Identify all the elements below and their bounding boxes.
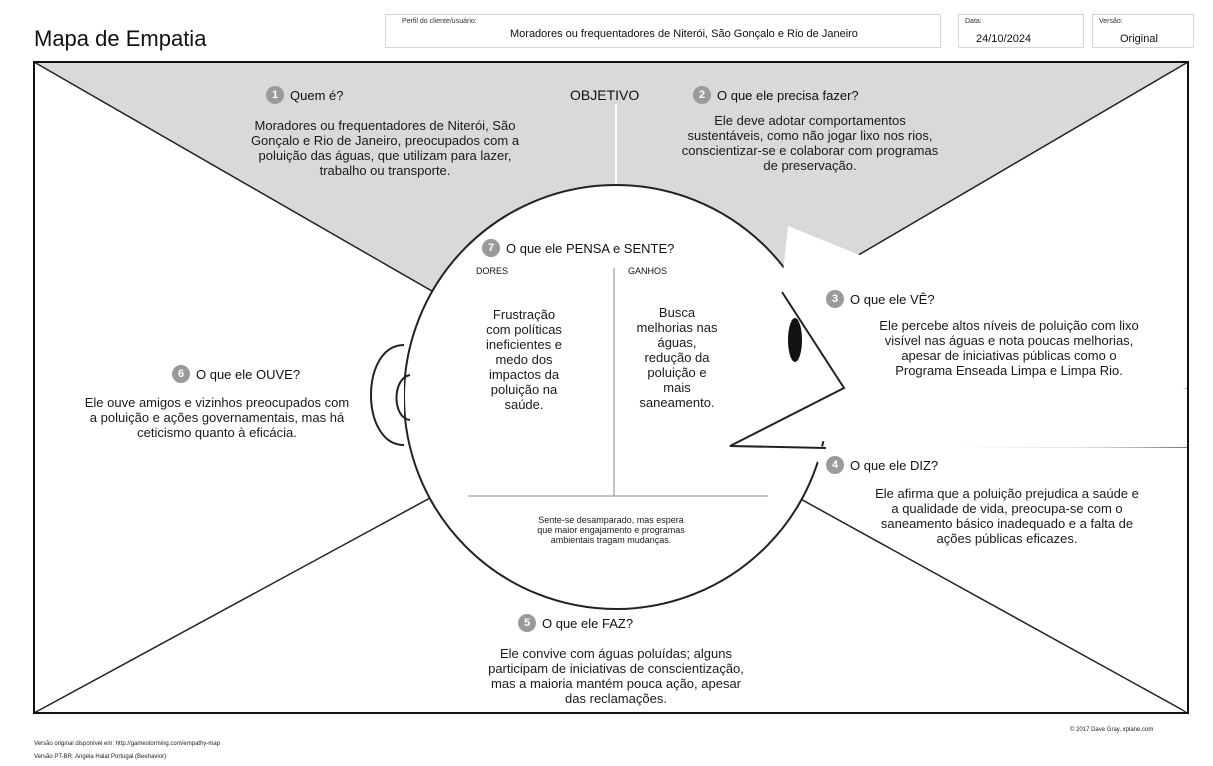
gains-label: GANHOS <box>628 266 668 276</box>
profile-value: Moradores ou frequentadores de Niterói, … <box>510 28 858 40</box>
number-badge-2: 2 <box>693 86 711 104</box>
number-badge-4: 4 <box>826 456 844 474</box>
section-say-title: 4 O que ele DIZ? <box>826 456 938 474</box>
section-think-title: 7 O que ele PENSA e SENTE? <box>482 239 674 257</box>
ear-inner-icon <box>395 374 411 421</box>
nose-mouth <box>730 226 1188 446</box>
section-hear-text: Ele ouve amigos e vizinhos preocupados c… <box>84 395 350 440</box>
ptbr-version-credit: Versão PT-BR: Angela Halat Portugal (Bee… <box>34 754 167 760</box>
original-version-link[interactable]: Versão original disponível em: http://ga… <box>34 741 221 747</box>
section-see-text: Ele percebe altos níveis de poluição com… <box>879 318 1139 378</box>
map-frame <box>33 61 1189 714</box>
section-does-title: 5 O que ele FAZ? <box>518 614 633 632</box>
version-value: Original <box>1120 33 1158 45</box>
section-do-title: 2 O que ele precisa fazer? <box>693 86 859 104</box>
section-hear-heading: O que ele OUVE? <box>196 366 301 382</box>
section-see-title: 3 O que ele VÊ? <box>826 290 935 308</box>
date-field[interactable]: Data: 24/10/2024 <box>958 14 1084 48</box>
profile-label: Perfil do cliente/usuário: <box>402 18 477 25</box>
section-who-title: 1 Quem é? <box>266 86 343 104</box>
version-label: Versão: <box>1099 18 1123 25</box>
section-say-heading: O que ele DIZ? <box>850 457 939 473</box>
section-do-heading: O que ele precisa fazer? <box>717 87 859 103</box>
section-see-heading: O que ele VÊ? <box>850 291 935 307</box>
section-who-text: Moradores ou frequentadores de Niterói, … <box>250 118 520 178</box>
pains-label: DORES <box>476 266 509 276</box>
page-title: Mapa de Empatia <box>34 26 207 51</box>
number-badge-5: 5 <box>518 614 536 632</box>
date-label: Data: <box>965 18 982 25</box>
number-badge-7: 7 <box>482 239 500 257</box>
copyright-text: © 2017 Dave Gray, xplane.com <box>1070 727 1154 733</box>
objective-label: OBJETIVO <box>570 87 640 103</box>
face-profile-line <box>729 291 846 449</box>
date-value: 24/10/2024 <box>976 33 1032 45</box>
section-say-text: Ele afirma que a poluição prejudica a sa… <box>875 486 1139 546</box>
section-think-heading: O que ele PENSA e SENTE? <box>506 240 675 256</box>
profile-field[interactable]: Perfil do cliente/usuário: Moradores ou … <box>385 14 941 48</box>
number-badge-6: 6 <box>172 365 190 383</box>
version-field[interactable]: Versão: Original <box>1092 14 1194 48</box>
ear-icon <box>370 344 405 446</box>
number-badge-3: 3 <box>826 290 844 308</box>
mouth-wedge <box>730 446 1188 713</box>
section-does-heading: O que ele FAZ? <box>542 615 634 631</box>
eye-icon <box>788 318 802 362</box>
section-hear-title: 6 O que ele OUVE? <box>172 365 300 383</box>
section-who-heading: Quem é? <box>290 87 344 103</box>
number-badge-1: 1 <box>266 86 284 104</box>
